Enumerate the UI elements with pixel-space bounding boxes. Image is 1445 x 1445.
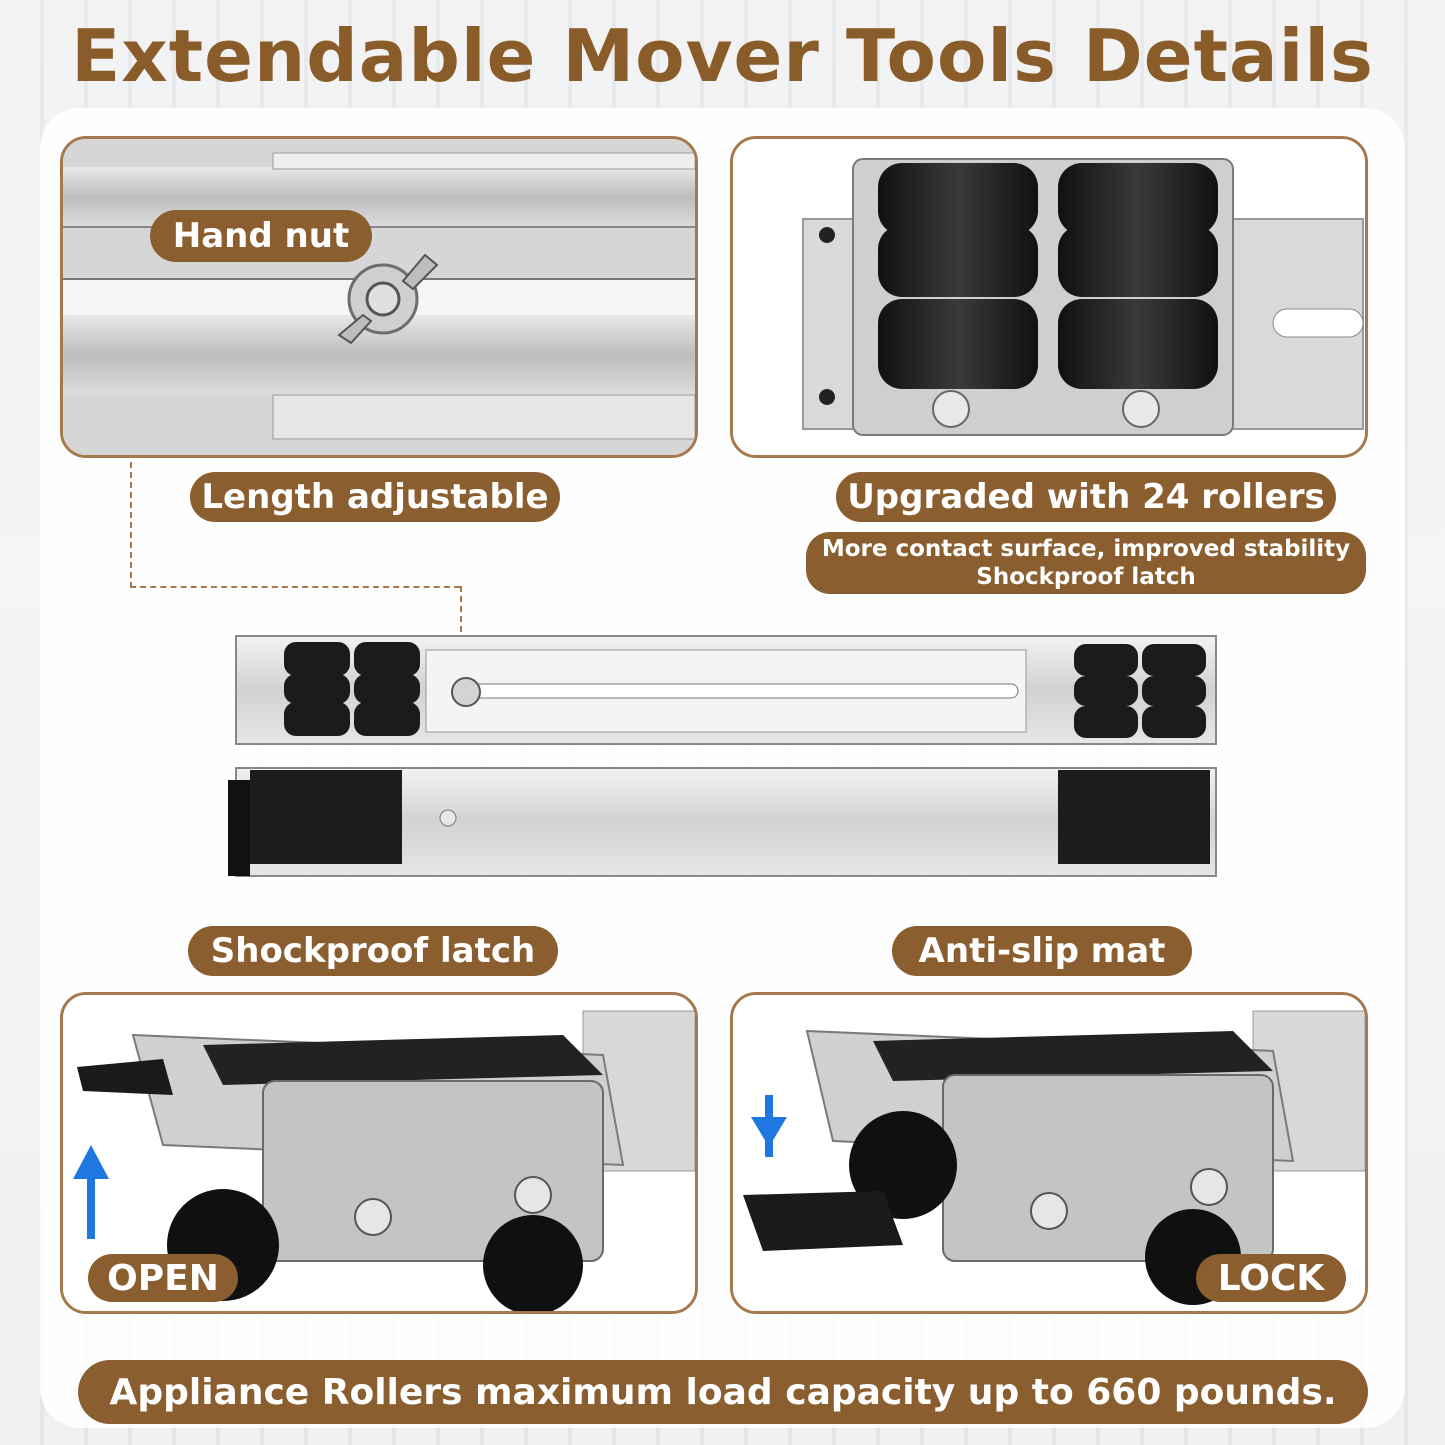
upgraded-rollers-label: Upgraded with 24 rollers xyxy=(836,472,1336,522)
load-capacity-banner: Appliance Rollers maximum load capacity … xyxy=(78,1360,1368,1424)
rollers-description-box: More contact surface, improved stability… xyxy=(806,532,1366,594)
callout-line xyxy=(460,586,462,682)
anti-slip-mat-label: Anti-slip mat xyxy=(892,926,1192,976)
shockproof-latch-subtext: Shockproof latch xyxy=(976,564,1196,590)
hand-nut-label: Hand nut xyxy=(150,210,372,262)
lock-label: LOCK xyxy=(1196,1254,1346,1302)
wing-nut-icon xyxy=(337,253,439,345)
page-title: Extendable Mover Tools Details xyxy=(71,14,1374,98)
contact-surface-text: More contact surface, improved stability xyxy=(821,536,1351,562)
panel-hand-nut xyxy=(60,136,698,458)
open-label: OPEN xyxy=(88,1254,238,1302)
panel-rollers xyxy=(730,136,1368,458)
shockproof-latch-label: Shockproof latch xyxy=(188,926,558,976)
panel-open xyxy=(60,992,698,1314)
arrow-down-icon xyxy=(751,1095,787,1157)
length-adjustable-label: Length adjustable xyxy=(190,472,560,522)
callout-line xyxy=(130,586,460,588)
arrow-up-icon xyxy=(73,1145,109,1239)
mover-tool-image xyxy=(226,630,1222,882)
callout-line xyxy=(130,462,132,588)
